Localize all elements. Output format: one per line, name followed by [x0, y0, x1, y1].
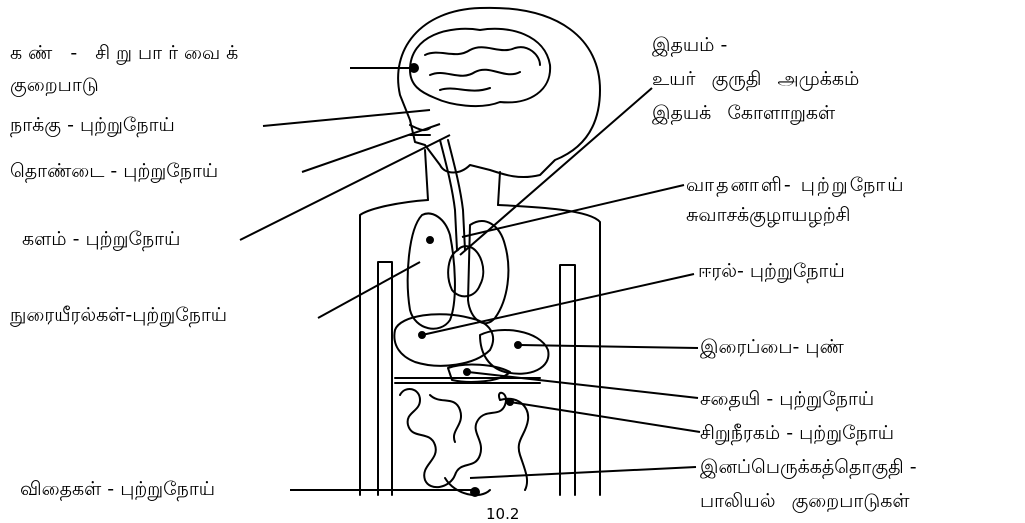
label-lungs: நுரையீரல்கள்-புற்றுநோய்: [10, 300, 227, 330]
leader-liver: [422, 274, 694, 335]
leader-trachea: [462, 185, 684, 237]
label-heart-line2: உயர் குருதி அமுக்கம்: [652, 64, 859, 94]
leader-reproductive: [470, 467, 696, 478]
leader-kidney: [510, 402, 700, 432]
label-eye-line1: கண் - சிறுபார்வைக்: [10, 38, 244, 68]
label-throat: தொண்டை - புற்றுநோய்: [10, 156, 218, 186]
leader-lungs: [318, 262, 420, 318]
head-outline: [398, 8, 600, 177]
label-testes: விதைகள் - புற்றுநோய்: [20, 474, 215, 504]
label-eye-line2: குறைபாடு: [10, 70, 99, 100]
left-arm: [378, 262, 392, 495]
leader-throat: [302, 124, 440, 172]
label-liver: ஈரல்- புற்றுநோய்: [698, 256, 845, 286]
label-trachea-line1: வாதனாளி- புற்றுநோய்: [686, 170, 906, 200]
label-heart-line3: இதயக் கோளாறுகள்: [652, 98, 835, 128]
neck-outline: [425, 150, 500, 205]
label-trachea-line2: சுவாசக்குழாயழற்சி: [686, 200, 851, 230]
brain: [410, 29, 550, 106]
right-lung: [468, 221, 508, 323]
right-arm: [560, 265, 575, 495]
heart: [448, 246, 483, 296]
figure-caption: 10.2: [486, 506, 519, 522]
label-stomach: இரைப்பை- புண்: [700, 332, 844, 362]
label-pancreas: சதையி - புற்றுநோய்: [700, 384, 874, 414]
label-reproductive-line2: பாலியல் குறைபாடுகள்: [700, 486, 910, 516]
leader-tongue: [263, 110, 430, 126]
esophagus-tube: [440, 140, 465, 250]
label-kidney: சிறுநீரகம் - புற்றுநோய்: [700, 418, 894, 448]
leader-esophagus: [240, 135, 450, 240]
label-reproductive-line1: இனப்பெருக்கத்தொகுதி -: [700, 452, 917, 482]
stomach: [480, 330, 548, 374]
label-tongue: நாக்கு - புற்றுநோய்: [10, 110, 175, 140]
label-esophagus: களம் - புற்றுநோய்: [22, 224, 180, 254]
label-heart-line1: இதயம் -: [652, 30, 727, 60]
